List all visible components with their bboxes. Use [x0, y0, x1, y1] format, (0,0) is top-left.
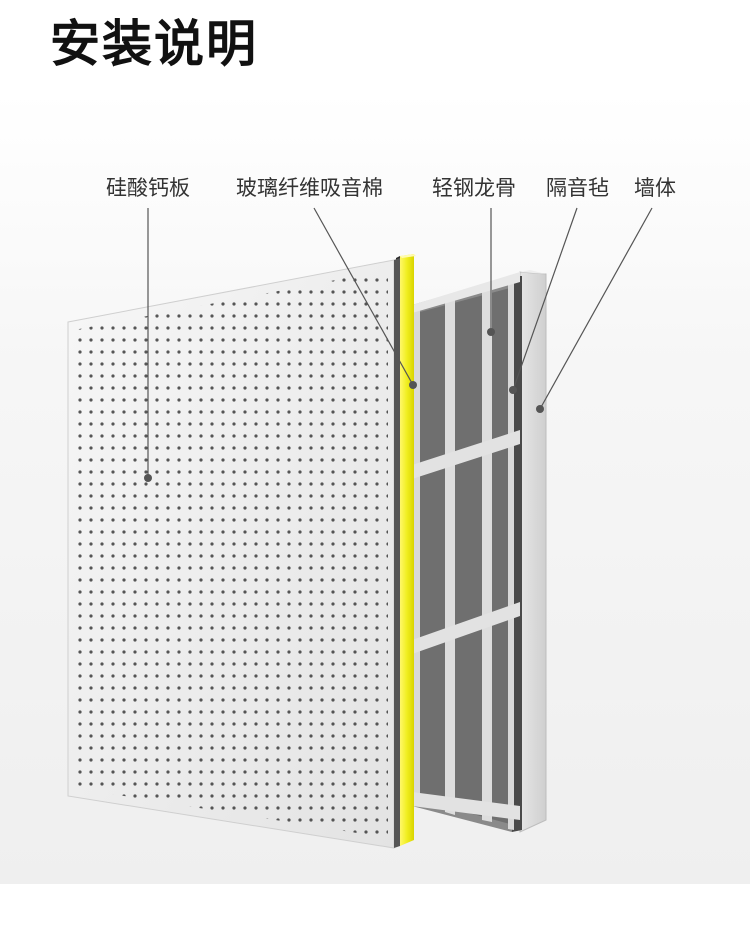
label-keel: 轻钢龙骨: [432, 176, 516, 200]
felt-layer: [512, 276, 522, 832]
label-glasswool: 玻璃纤维吸音棉: [236, 176, 383, 200]
page-title: 安装说明: [50, 15, 258, 73]
anchor-dots: [144, 328, 544, 482]
leader-lines: [147, 207, 653, 478]
wall-layer: [519, 270, 547, 833]
keel-frame: [412, 272, 520, 832]
label-wall: 墙体: [634, 176, 676, 200]
calcium-silicate-board: [67, 258, 400, 849]
label-felt: 隔音毡: [546, 176, 609, 200]
label-board: 硅酸钙板: [106, 176, 190, 200]
